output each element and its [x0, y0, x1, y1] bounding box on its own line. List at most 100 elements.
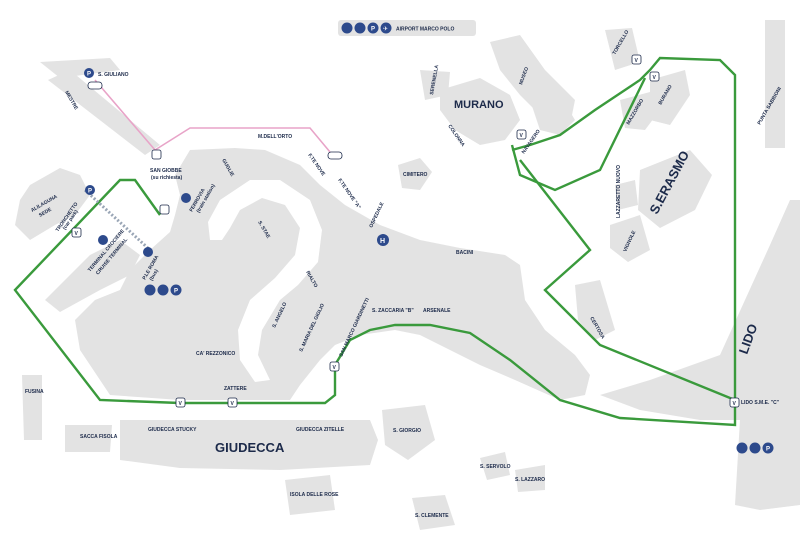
green-route-lido — [510, 77, 647, 192]
fusina-label: FUSINA — [25, 389, 44, 395]
icons-ospedale: H — [377, 234, 389, 246]
stop-sgiobbe[interactable] — [151, 149, 162, 160]
stop-zattere[interactable] — [227, 397, 238, 408]
tronchetto-island — [15, 168, 90, 240]
cimitero-island — [398, 158, 432, 190]
stop-ferrovia[interactable] — [159, 204, 170, 215]
sacca-fisola-label: SACCA FISOLA — [80, 434, 118, 440]
serenella — [420, 70, 450, 100]
svg-text:✈: ✈ — [383, 26, 388, 33]
sgiuliano-label: S. GIULIANO — [98, 72, 129, 78]
burano-island — [650, 70, 690, 125]
cruise-terminal-land — [45, 240, 140, 312]
green-route-main — [13, 56, 737, 427]
svg-text:V: V — [733, 401, 737, 407]
stop-markers — [71, 54, 740, 408]
parking-icon — [170, 284, 182, 296]
airport-label: AIRPORT MARCO POLO — [396, 27, 454, 33]
san-servolo-island — [480, 452, 510, 480]
svg-text:V: V — [179, 401, 183, 407]
murano-island — [440, 78, 520, 145]
sservolo-label: S. SERVOLO — [480, 464, 511, 470]
cimitero-label: CIMITERO — [403, 172, 428, 178]
bridge — [48, 70, 160, 155]
serasmo-island — [638, 150, 712, 228]
green-route-certosa — [519, 159, 736, 402]
parking-icon — [762, 442, 774, 454]
stop-fte-nove[interactable] — [327, 151, 343, 160]
bus-icon — [749, 442, 761, 454]
icons-terminal — [98, 235, 153, 257]
torcello-island — [605, 28, 640, 70]
lazzaretto-label: LAZZARETTO NUOVO — [616, 165, 622, 218]
svg-text:P: P — [174, 289, 178, 295]
pink-route — [94, 79, 331, 153]
san-lazzaro-island — [515, 465, 545, 492]
museo-label: MUSEO — [518, 66, 530, 85]
slazzaro-label: S. LAZZARO — [515, 477, 545, 483]
fte-nove-label: F.TE NOVE — [306, 153, 326, 178]
airport-header: P ✈ AIRPORT MARCO POLO — [338, 20, 476, 36]
plane-icon — [380, 22, 392, 34]
stop-torcello[interactable] — [631, 54, 642, 65]
car-icon — [144, 284, 156, 296]
lido-sme-label: LIDO S.M.E. "C" — [741, 400, 780, 406]
stop-murano[interactable] — [516, 129, 527, 140]
punta-sabbioni-land — [765, 20, 785, 148]
lido-island — [600, 200, 800, 510]
svg-text:V: V — [520, 133, 524, 139]
sclemente-label: S. CLEMENTE — [415, 513, 449, 519]
car-icon — [736, 442, 748, 454]
hospital-icon — [377, 234, 389, 246]
arsenale-label: ARSENALE — [423, 308, 451, 314]
people-mover — [83, 188, 152, 252]
zaccaria-label: S. ZACCARIA "B" — [372, 308, 414, 314]
isola-rose-island — [285, 475, 335, 515]
zattere-label: ZATTERE — [224, 386, 247, 392]
bacini-label: BACINI — [456, 250, 474, 256]
serenella-label: SERENELLA — [429, 64, 440, 95]
stop-sanmarco[interactable] — [329, 361, 340, 372]
sgiorgio-label: S. GIORGIO — [393, 428, 421, 434]
lazzaretto-island — [615, 180, 638, 210]
stop-stucky[interactable] — [175, 397, 186, 408]
icons-ferrovia — [181, 193, 191, 203]
parking-icon — [367, 22, 379, 34]
venice-island — [75, 148, 590, 400]
museo-strip — [530, 95, 575, 135]
isola-rose-label: ISOLA DELLE ROSE — [290, 492, 339, 498]
parking-icon — [84, 68, 94, 78]
stop-labels: V V V V V V V V — [75, 58, 737, 407]
rezzonico-label: CA' REZZONICO — [196, 351, 235, 357]
sacca-fisola — [65, 425, 112, 452]
car-icon — [341, 22, 353, 34]
grand-canal — [208, 180, 322, 382]
mainland-top — [40, 58, 120, 78]
svg-text:V: V — [653, 75, 657, 81]
svg-text:P: P — [87, 72, 91, 78]
svg-text:P: P — [766, 447, 770, 453]
giud-stucky-label: GIUDECCA STUCKY — [148, 427, 197, 433]
routes — [13, 56, 737, 427]
stop-lido[interactable] — [729, 397, 740, 408]
sgiobbe-label: SAN GIOBBE — [150, 168, 182, 174]
stop-tronchetto[interactable] — [71, 227, 82, 238]
icons-sgiuliano: P — [84, 68, 94, 78]
giud-zitelle-label: GIUDECCA ZITELLE — [296, 427, 345, 433]
bus-icon — [98, 235, 108, 245]
vignole-island — [610, 215, 650, 262]
stop-burano[interactable] — [649, 71, 660, 82]
icons-tronchetto: P — [85, 185, 95, 195]
sgiobbe-sub-label: (su richiesta) — [151, 175, 182, 181]
svg-text:V: V — [635, 58, 639, 64]
svg-text:H: H — [380, 238, 385, 245]
san-clemente-island — [412, 495, 455, 530]
piazzale-roma-sub-label: (bus) — [149, 268, 160, 282]
parking-icon — [85, 185, 95, 195]
certosa-island — [575, 280, 615, 340]
bus-icon — [143, 247, 153, 257]
dellorto-label: M.DELL'ORTO — [258, 134, 292, 140]
murano-label: MURANO — [454, 99, 504, 111]
stop-sgiuliano[interactable] — [87, 81, 103, 90]
